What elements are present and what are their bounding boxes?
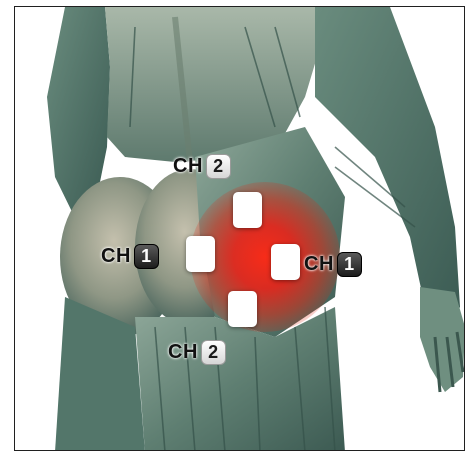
channel-number-badge: 1: [134, 244, 159, 269]
electrode-pad-right: [271, 244, 300, 280]
channel-label-right: CH 1: [304, 252, 362, 277]
channel-label-text: CH: [173, 155, 203, 178]
electrode-pad-left: [186, 236, 215, 272]
channel-label-text: CH: [101, 245, 131, 268]
channel-label-bottom: CH 2: [168, 340, 226, 365]
channel-label-text: CH: [304, 253, 334, 276]
channel-number-badge: 2: [206, 154, 231, 179]
lower-back-anatomy-illustration: [15, 7, 465, 451]
channel-label-left: CH 1: [101, 244, 159, 269]
electrode-pad-lower: [228, 291, 257, 327]
channel-label-text: CH: [168, 341, 198, 364]
channel-number-badge: 2: [201, 340, 226, 365]
electrode-placement-diagram: CH 2 CH 1 CH 1 CH 2: [14, 6, 465, 451]
channel-label-top: CH 2: [173, 154, 231, 179]
electrode-pad-upper: [233, 192, 262, 228]
channel-number-badge: 1: [337, 252, 362, 277]
